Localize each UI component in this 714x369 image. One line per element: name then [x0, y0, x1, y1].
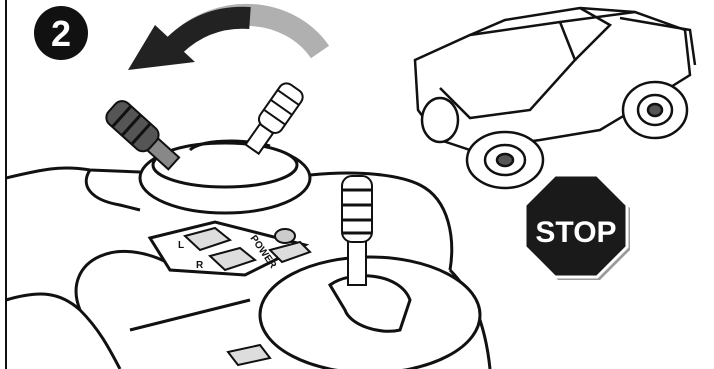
left-label: L — [178, 240, 184, 251]
rotate-left-arrow-icon — [128, 15, 320, 70]
step-badge: 2 — [34, 6, 88, 60]
left-stick-previous-position — [241, 80, 305, 156]
step-number: 2 — [51, 13, 71, 54]
stop-sign-icon: STOP — [525, 175, 630, 280]
bottom-switch — [228, 345, 270, 365]
stop-sign-text: STOP — [535, 216, 616, 249]
car-back-left-wheel — [422, 98, 458, 142]
car-front-wheel — [467, 132, 543, 188]
power-button-icon[interactable] — [275, 229, 295, 243]
right-label: R — [196, 260, 204, 271]
car-rear-wheel — [623, 82, 687, 138]
button-panel: POWER L R — [150, 222, 310, 275]
right-stick-base — [260, 257, 480, 369]
left-stick-joystick-icon — [103, 97, 183, 173]
rc-car-icon — [415, 8, 695, 188]
